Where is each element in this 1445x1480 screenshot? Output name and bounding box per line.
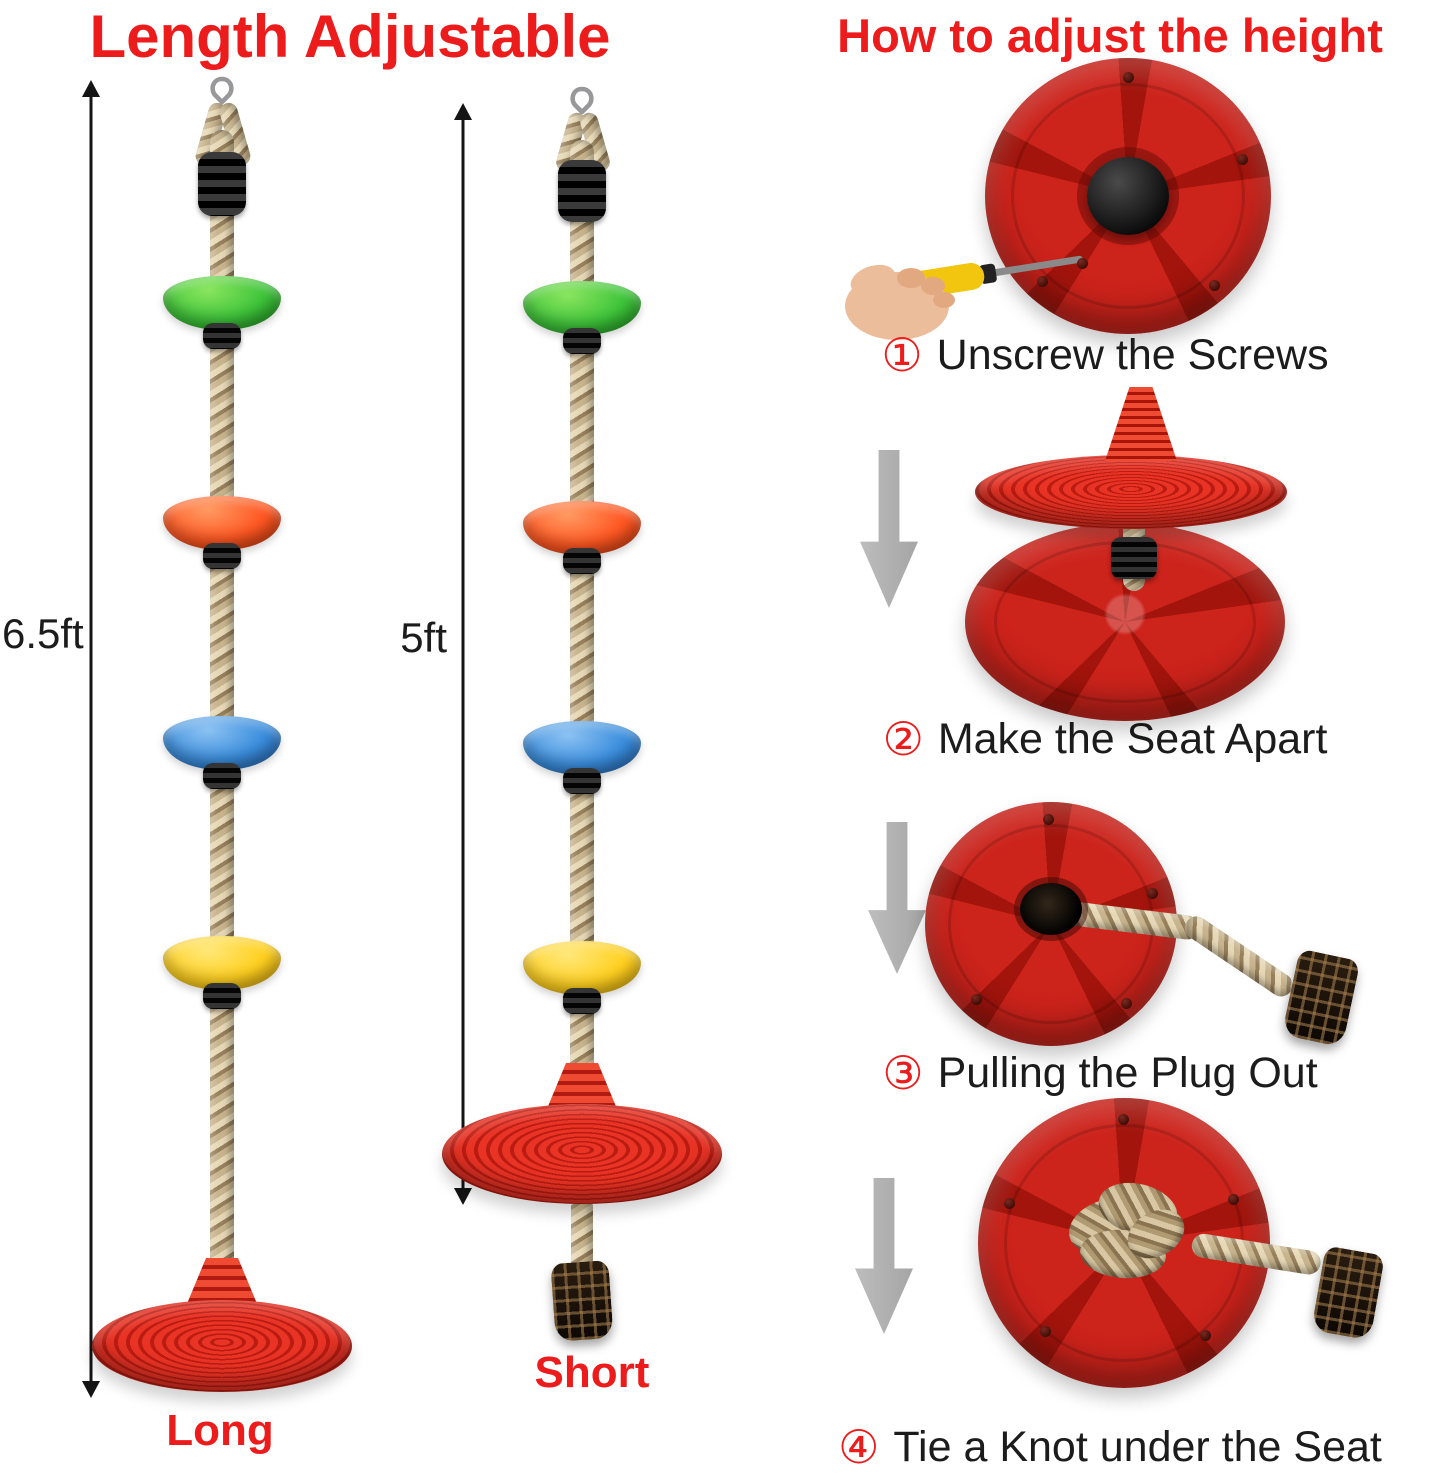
rope-clamp bbox=[203, 543, 241, 569]
down-arrow-icon bbox=[855, 1178, 913, 1334]
seat-disc bbox=[92, 1300, 352, 1392]
step1-number: ① bbox=[881, 329, 923, 381]
screw-dot bbox=[1147, 888, 1158, 899]
measure-arrow-short bbox=[452, 103, 474, 1205]
down-arrow-icon bbox=[860, 450, 918, 608]
seat-top-half bbox=[975, 455, 1287, 529]
center-hole bbox=[1020, 883, 1082, 936]
short-height-label: 5ft bbox=[400, 614, 447, 661]
rope-clamp bbox=[1111, 537, 1157, 579]
screw-dot bbox=[1043, 814, 1054, 825]
rope-clamp bbox=[563, 328, 601, 354]
short-rope-label: Short bbox=[534, 1348, 650, 1397]
measure-line bbox=[89, 93, 93, 1385]
step4-tie-knot-illustration bbox=[930, 1092, 1430, 1408]
climb-disc-yellow bbox=[523, 941, 641, 995]
step1-seat-bottom-view bbox=[985, 58, 1271, 334]
screw-dot bbox=[1040, 1326, 1051, 1337]
climb-disc-orange bbox=[163, 496, 281, 550]
hand-screwdriver-illustration bbox=[845, 255, 1083, 340]
arrow-head-down bbox=[454, 1188, 472, 1205]
arrow-head-up bbox=[82, 80, 100, 97]
step2-label: Make the Seat Apart bbox=[937, 714, 1328, 763]
rope-clamp bbox=[198, 152, 246, 216]
rope-clamp bbox=[563, 768, 601, 794]
center-plug-cap bbox=[1087, 157, 1169, 235]
carabiner-hook-icon bbox=[210, 76, 234, 105]
screw-dot bbox=[1037, 276, 1048, 287]
carabiner-hook-icon bbox=[570, 86, 594, 115]
climb-disc-yellow bbox=[163, 936, 281, 990]
rope-clamp bbox=[203, 763, 241, 789]
rope-clamp bbox=[563, 988, 601, 1014]
rope-clamp bbox=[203, 323, 241, 349]
rope-clamp bbox=[558, 160, 606, 222]
step3-pull-plug-illustration bbox=[905, 792, 1385, 1058]
climb-disc-blue bbox=[163, 716, 281, 770]
step4-number: ④ bbox=[838, 1421, 880, 1473]
step3-caption: ③ Pulling the Plug Out bbox=[835, 1046, 1365, 1100]
rope-clamp bbox=[203, 983, 241, 1009]
climb-disc-green bbox=[523, 281, 641, 335]
screw-dot bbox=[971, 994, 982, 1005]
step1-label: Unscrew the Screws bbox=[936, 330, 1329, 379]
climb-disc-orange bbox=[523, 501, 641, 555]
screw-dot bbox=[1121, 998, 1132, 1009]
screw-dot bbox=[1123, 72, 1134, 83]
long-rope-label: Long bbox=[166, 1406, 274, 1455]
screw-dot bbox=[1118, 1114, 1129, 1125]
step4-label: Tie a Knot under the Seat bbox=[893, 1422, 1382, 1471]
screw-dot bbox=[1200, 1330, 1211, 1341]
step3-label: Pulling the Plug Out bbox=[937, 1048, 1318, 1097]
left-title: Length Adjustable bbox=[89, 3, 611, 70]
climb-disc-blue bbox=[523, 721, 641, 775]
arrow-head-down bbox=[82, 1381, 100, 1398]
long-height-label: 6.5ft bbox=[2, 610, 84, 657]
screw-dot bbox=[1228, 1194, 1239, 1205]
screw-dot bbox=[1209, 280, 1220, 291]
step2-caption: ② Make the Seat Apart bbox=[840, 712, 1370, 766]
step1-caption: ① Unscrew the Screws bbox=[840, 328, 1370, 382]
climb-disc-green bbox=[163, 276, 281, 330]
step2-seat-apart-illustration bbox=[955, 385, 1315, 721]
step3-number: ③ bbox=[882, 1047, 924, 1099]
screw-dot bbox=[1237, 154, 1248, 165]
rope-end-plug bbox=[550, 1260, 614, 1342]
step4-caption: ④ Tie a Knot under the Seat bbox=[815, 1420, 1405, 1474]
screw-dot bbox=[1077, 258, 1088, 269]
measure-arrow-long bbox=[80, 80, 102, 1398]
rope-segment bbox=[1180, 911, 1298, 1001]
rope-clamp bbox=[563, 548, 601, 574]
arrow-head-up bbox=[454, 103, 472, 120]
measure-line bbox=[461, 116, 465, 1192]
threaded-cone bbox=[1105, 387, 1177, 461]
right-title: How to adjust the height bbox=[837, 9, 1383, 62]
rope-end-plug bbox=[1281, 948, 1361, 1048]
screw-dot bbox=[1004, 1198, 1015, 1209]
step2-number: ② bbox=[882, 713, 924, 765]
seat-disc bbox=[442, 1104, 722, 1204]
rope-end-plug bbox=[1310, 1245, 1386, 1341]
